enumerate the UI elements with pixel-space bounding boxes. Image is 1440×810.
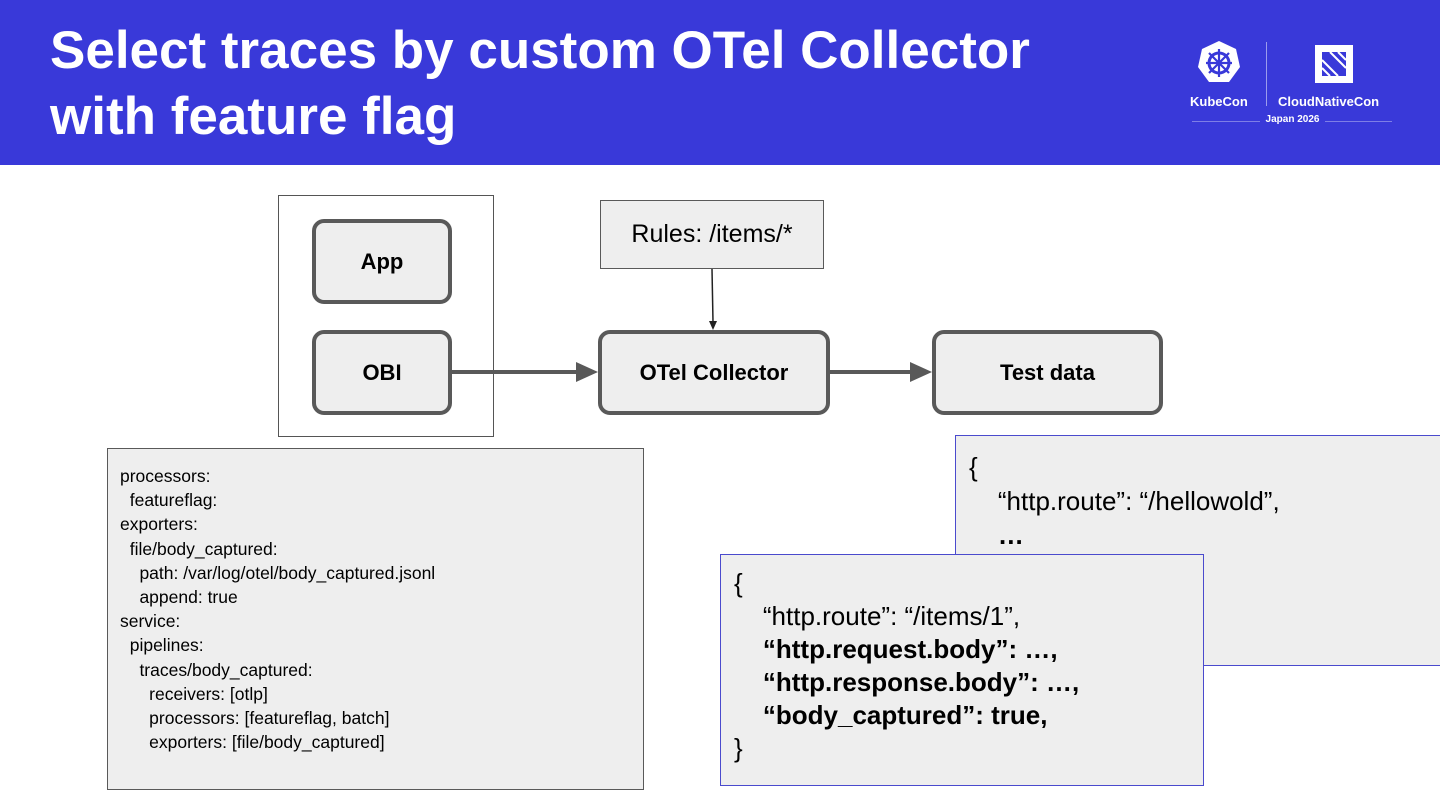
logo-divider <box>1266 42 1267 106</box>
obi-node: OBI <box>312 330 452 415</box>
cncf-icon <box>1315 45 1353 83</box>
config-line: processors: [featureflag, batch] <box>120 708 390 729</box>
json-route-line: “http.route”: “/hellowold”, <box>969 486 1280 516</box>
json-ellipsis-line: … <box>969 520 1024 550</box>
json-response-body-line: “http.response.body”: …, <box>734 667 1080 697</box>
test-data-node: Test data <box>932 330 1163 415</box>
config-line: pipelines: <box>120 635 204 656</box>
json-request-body-line: “http.request.body”: …, <box>734 634 1058 664</box>
header-banner: Select traces by custom OTel Collector w… <box>0 0 1440 165</box>
kubernetes-helm-icon <box>1198 41 1240 82</box>
cloudnativecon-label: CloudNativeCon <box>1278 94 1380 109</box>
config-line: featureflag: <box>120 490 218 511</box>
config-line: receivers: [otlp] <box>120 683 268 704</box>
rules-box: Rules: /items/* <box>600 200 824 269</box>
event-location-label: Japan 2026 <box>1190 114 1395 125</box>
json-open-brace: { <box>969 452 978 482</box>
config-line: exporters: [file/body_captured] <box>120 732 385 753</box>
json-body-captured-line: “body_captured”: true, <box>734 700 1048 730</box>
config-line: append: true <box>120 587 238 608</box>
json-close-brace: } <box>734 733 743 763</box>
config-line: service: <box>120 611 181 632</box>
arrow-rules-to-collector <box>709 268 717 330</box>
kubecon-label: KubeCon <box>1190 94 1248 109</box>
config-line: file/body_captured: <box>120 538 278 559</box>
slide-title-line-2: with feature flag <box>50 87 457 146</box>
slide-title-line-1: Select traces by custom OTel Collector <box>50 21 1030 80</box>
config-line: traces/body_captured: <box>120 659 313 680</box>
json-route-line: “http.route”: “/items/1”, <box>734 601 1021 631</box>
otel-collector-node: OTel Collector <box>598 330 830 415</box>
kubecon-logo: KubeCon CloudNativeCon Japan 2026 <box>1190 38 1395 130</box>
config-line: exporters: <box>120 514 198 535</box>
config-line: path: /var/log/otel/body_captured.jsonl <box>120 562 436 583</box>
app-node: App <box>312 219 452 304</box>
json-sample-captured: { “http.route”: “/items/1”, “http.reques… <box>720 554 1204 786</box>
collector-config-yaml: processors: featureflag: exporters: file… <box>107 448 644 790</box>
config-line: processors: <box>120 466 211 486</box>
json-open-brace: { <box>734 568 743 598</box>
arrow-collector-to-testdata <box>830 362 932 382</box>
slide-title: Select traces by custom OTel Collector w… <box>50 18 1150 150</box>
